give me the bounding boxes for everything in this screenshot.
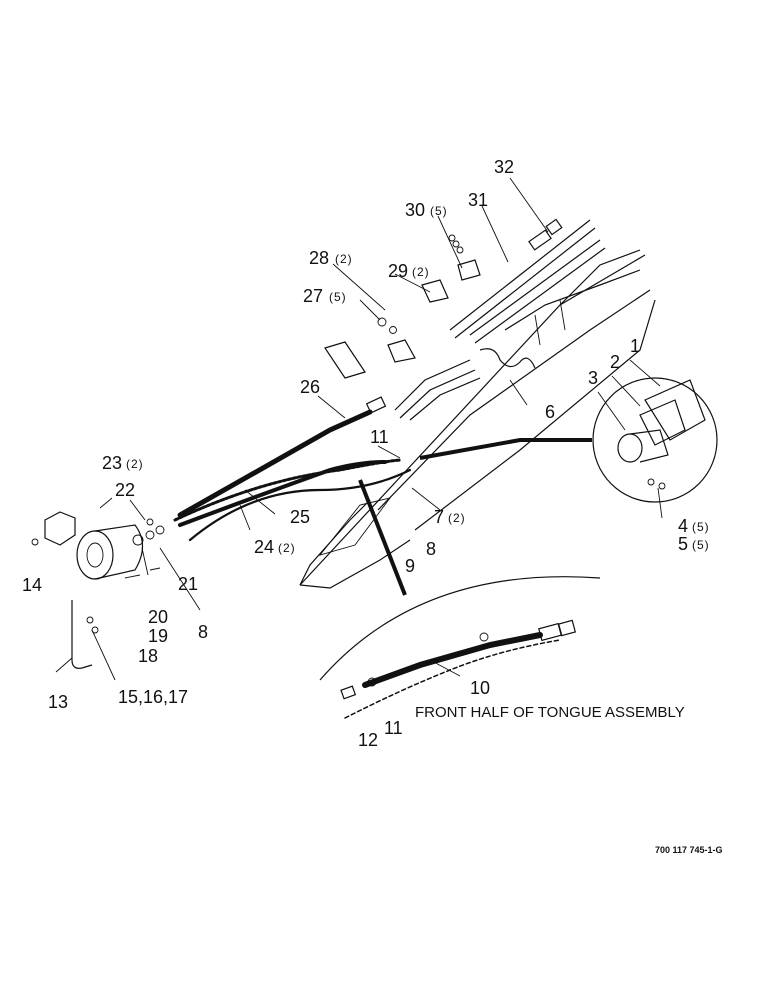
callout-32: 32 <box>494 157 514 177</box>
rod-assembly <box>394 219 606 421</box>
callout-9: 9 <box>405 556 415 576</box>
tongue-beam <box>299 249 656 589</box>
callout-29-qty: (2) <box>412 265 430 279</box>
callout-13: 13 <box>48 692 68 712</box>
callout-22: 22 <box>115 480 135 500</box>
callout-11-top: 11 <box>370 427 389 447</box>
callout-21: 21 <box>178 574 198 594</box>
callout-25: 25 <box>290 507 310 527</box>
callout-26: 26 <box>300 377 320 397</box>
callout-30-qty: (5) <box>430 204 448 218</box>
callout-23: 23 <box>102 453 122 473</box>
connector-fitting <box>528 218 563 251</box>
callout-27: 27 <box>303 286 323 306</box>
callout-19: 19 <box>148 626 168 646</box>
detail-view-plug <box>419 377 718 503</box>
callout-11-bottom: 11 <box>384 718 403 738</box>
callout-5: 5 <box>678 534 688 554</box>
callout-8-right: 8 <box>426 539 436 559</box>
hydraulic-hoses <box>173 396 412 542</box>
callout-10: 10 <box>470 678 490 698</box>
callout-24: 24 <box>254 537 274 557</box>
clip-parts <box>324 234 481 379</box>
callout-8-left: 8 <box>198 622 208 642</box>
callout-1: 1 <box>630 336 640 356</box>
callout-14: 14 <box>22 575 42 595</box>
hydraulic-motor <box>31 511 165 669</box>
callout-20: 20 <box>148 607 168 627</box>
callout-7: 7 <box>434 507 444 527</box>
callout-29: 29 <box>388 261 408 281</box>
view-caption: FRONT HALF OF TONGUE ASSEMBLY <box>415 704 685 721</box>
callout-6: 6 <box>545 402 555 422</box>
enlarged-hose-view <box>319 479 601 719</box>
drawing-part-number: 700 117 745-1-G <box>655 845 723 855</box>
callout-labels: 1 2 3 4 (5) 5 (5) 6 7 (2) 8 8 9 10 11 11… <box>22 157 710 750</box>
callout-12: 12 <box>358 730 378 750</box>
callout-18: 18 <box>138 646 158 666</box>
callout-5-qty: (5) <box>692 538 710 552</box>
leader-lines <box>55 177 663 681</box>
callout-15-16-17: 15,16,17 <box>118 687 188 707</box>
callout-4-qty: (5) <box>692 520 710 534</box>
callout-24-qty: (2) <box>278 541 296 555</box>
callout-7-qty: (2) <box>448 511 466 525</box>
callout-2: 2 <box>610 352 620 372</box>
callout-4: 4 <box>678 516 688 536</box>
callout-30: 30 <box>405 200 425 220</box>
callout-23-qty: (2) <box>126 457 144 471</box>
callout-28: 28 <box>309 248 329 268</box>
callout-3: 3 <box>588 368 598 388</box>
callout-27-qty: (5) <box>329 290 347 304</box>
callout-31: 31 <box>468 190 488 210</box>
callout-28-qty: (2) <box>335 252 353 266</box>
